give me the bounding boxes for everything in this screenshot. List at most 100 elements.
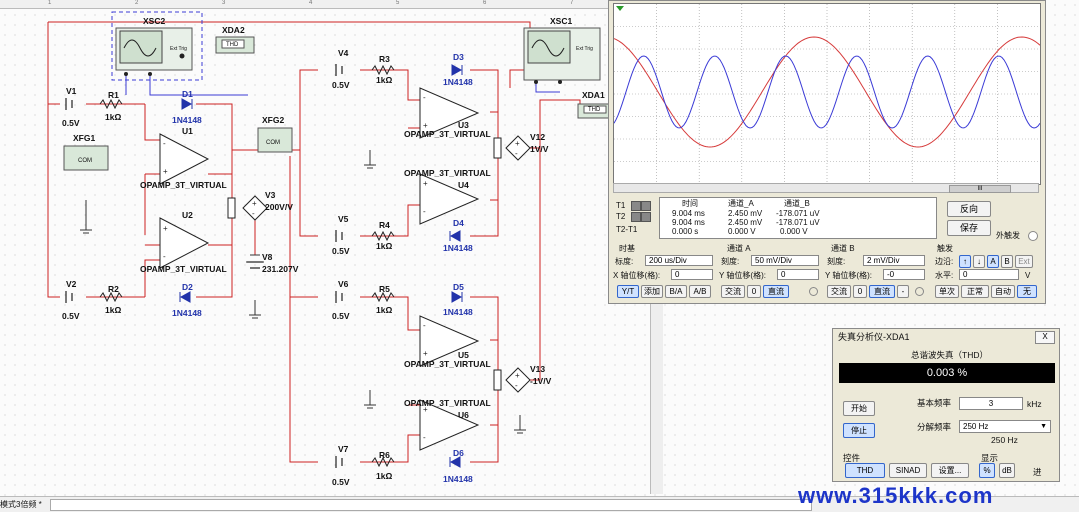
save-button[interactable]: 保存 xyxy=(947,220,991,236)
trigger-edge-label: 边沿: xyxy=(935,257,954,266)
settings-button[interactable]: 设置... xyxy=(931,463,969,478)
ab-mode-button[interactable]: A/B xyxy=(689,285,711,298)
svg-text:-: - xyxy=(423,321,426,330)
channel-b-title: 通道 B xyxy=(831,244,855,253)
channel-a-dc-button[interactable]: 直流 xyxy=(763,285,789,298)
xfg1-label: XFG1 xyxy=(73,133,96,143)
u1-value: OPAMP_3T_VIRTUAL xyxy=(140,180,227,190)
trigger-level-label: 水平: xyxy=(935,271,954,280)
t2t1-ch-b: 0.000 V xyxy=(780,227,808,236)
t1-right-arrow-icon[interactable] xyxy=(641,201,651,211)
channel-a-terminal-icon[interactable] xyxy=(809,287,818,296)
channel-a-zero-button[interactable]: 0 xyxy=(747,285,761,298)
trigger-level-unit: V xyxy=(1025,271,1031,280)
d4-value: 1N4148 xyxy=(443,243,473,253)
r2-label: R2 xyxy=(108,284,119,294)
svg-text:-: - xyxy=(163,252,166,261)
resolution-freq-value: 250 Hz xyxy=(963,422,989,431)
trigger-source-ext-button[interactable]: Ext xyxy=(1015,255,1033,268)
channel-b-zero-button[interactable]: 0 xyxy=(853,285,867,298)
thd-mode-button[interactable]: THD xyxy=(845,463,885,478)
ruler-label: 7 xyxy=(570,0,574,6)
svg-text:+: + xyxy=(252,199,257,208)
trigger-level-field[interactable]: 0 xyxy=(959,269,1019,280)
xda1-thd-tag: THD xyxy=(588,107,601,113)
v4-label: V4 xyxy=(338,48,349,58)
scope-horizontal-scrollbar[interactable]: III xyxy=(613,183,1039,193)
scope-scroll-thumb[interactable]: III xyxy=(949,185,1011,193)
r5-label: R5 xyxy=(379,284,390,294)
watermark: www.315kkk.com xyxy=(798,483,994,508)
channel-a-ac-button[interactable]: 交流 xyxy=(721,285,745,298)
fundamental-freq-field[interactable]: 3 xyxy=(959,397,1023,410)
yt-mode-button[interactable]: Y/T xyxy=(617,285,639,298)
timebase-scale-field[interactable]: 200 us/Div xyxy=(645,255,713,266)
ruler-label: 2 xyxy=(135,0,139,6)
r1-value: 1kΩ xyxy=(105,112,122,122)
xfg2-label: XFG2 xyxy=(262,115,285,125)
v1-label: V1 xyxy=(66,86,77,96)
channel-b-terminal-icon[interactable] xyxy=(915,287,924,296)
t2-left-arrow-icon[interactable] xyxy=(631,212,641,222)
resolution-freq-select[interactable]: 250 Hz ▼ xyxy=(959,420,1051,433)
u3-value: OPAMP_3T_VIRTUAL xyxy=(404,129,491,139)
u6-label: U6 xyxy=(458,410,469,420)
channel-b-ac-button[interactable]: 交流 xyxy=(827,285,851,298)
normal-trigger-button[interactable]: 正常 xyxy=(961,285,989,298)
svg-text:-: - xyxy=(515,149,518,158)
schematic-ruler: 1 2 3 4 5 6 7 xyxy=(0,0,610,9)
trigger-source-a-button[interactable]: A xyxy=(987,255,999,268)
rising-edge-button[interactable]: ↑ xyxy=(959,255,971,268)
controls-label: 控件 xyxy=(843,453,861,463)
channel-b-trace xyxy=(613,36,1041,148)
channel-b-scale-field[interactable]: 2 mV/Div xyxy=(863,255,925,266)
fundamental-freq-label: 基本频率 xyxy=(917,398,952,408)
ruler-label: 1 xyxy=(48,0,52,6)
start-button[interactable]: 开始 xyxy=(843,401,875,416)
v5-label: V5 xyxy=(338,214,349,224)
d2-value: 1N4148 xyxy=(172,308,202,318)
reverse-button[interactable]: 反向 xyxy=(947,201,991,217)
svg-text:+: + xyxy=(423,405,428,414)
r4-label: R4 xyxy=(379,220,390,230)
auto-trigger-button[interactable]: 自动 xyxy=(991,285,1015,298)
t2-right-arrow-icon[interactable] xyxy=(641,212,651,222)
ext-trigger-terminal-icon[interactable] xyxy=(1028,231,1038,241)
channel-b-minus-button[interactable]: - xyxy=(897,285,909,298)
v5-value: 0.5V xyxy=(332,246,350,256)
cursor-t2-label: T2 xyxy=(616,212,626,221)
db-display-button[interactable]: dB xyxy=(999,463,1015,478)
d2-label: D2 xyxy=(182,282,193,292)
channel-a-scale-field[interactable]: 50 mV/Div xyxy=(751,255,819,266)
r3-value: 1kΩ xyxy=(376,75,393,85)
v7-value: 0.5V xyxy=(332,477,350,487)
percent-display-button[interactable]: % xyxy=(979,463,995,478)
v7-label: V7 xyxy=(338,444,349,454)
xfg1-com: COM xyxy=(78,158,92,164)
xfg2-com: COM xyxy=(266,140,280,146)
none-trigger-button[interactable]: 无 xyxy=(1017,285,1037,298)
falling-edge-button[interactable]: ↓ xyxy=(973,255,985,268)
channel-b-dc-button[interactable]: 直流 xyxy=(869,285,895,298)
sinad-mode-button[interactable]: SINAD xyxy=(889,463,927,478)
x-position-field[interactable]: 0 xyxy=(671,269,713,280)
trigger-source-b-button[interactable]: B xyxy=(1001,255,1013,268)
stop-button[interactable]: 停止 xyxy=(843,423,875,438)
add-mode-button[interactable]: 添加 xyxy=(641,285,663,298)
single-trigger-button[interactable]: 单次 xyxy=(935,285,959,298)
vertical-scrollbar[interactable] xyxy=(650,304,663,494)
falling-edge-icon: ↓ xyxy=(977,257,981,266)
v4-value: 0.5V xyxy=(332,80,350,90)
d1-value: 1N4148 xyxy=(172,115,202,125)
t1-left-arrow-icon[interactable] xyxy=(631,201,641,211)
t1-ch-a: 2.450 mV xyxy=(728,209,763,218)
thd-close-button[interactable]: X xyxy=(1035,331,1055,344)
u4-value: OPAMP_3T_VIRTUAL xyxy=(404,168,491,178)
thd-value-display: 0.003 % xyxy=(839,363,1055,383)
svg-text:+: + xyxy=(423,349,428,358)
rising-edge-icon: ↑ xyxy=(963,257,967,266)
ba-mode-button[interactable]: B/A xyxy=(665,285,687,298)
y-position-b-field[interactable]: -0 xyxy=(883,269,925,280)
trigger-title: 触发 xyxy=(937,244,953,253)
y-position-a-field[interactable]: 0 xyxy=(777,269,819,280)
